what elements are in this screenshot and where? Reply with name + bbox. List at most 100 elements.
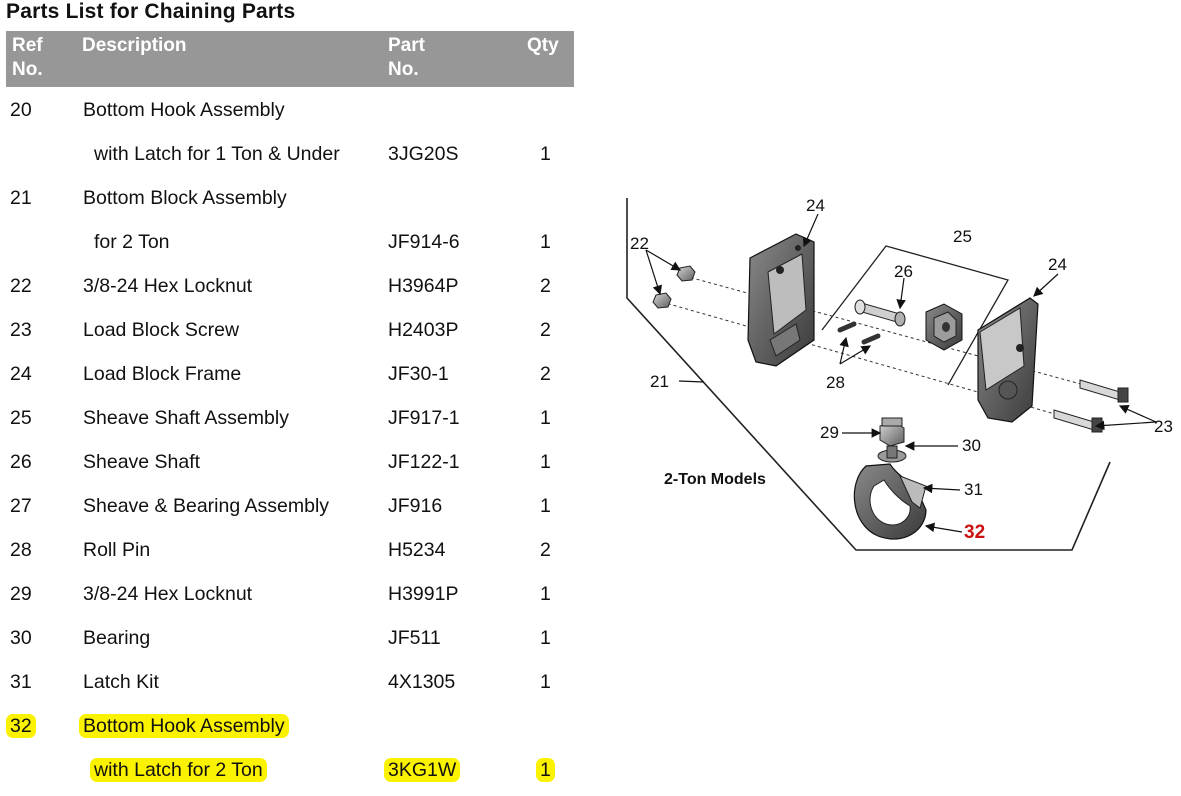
hex-locknut-22	[652, 265, 696, 309]
part-number-cell: 3JG20S	[388, 143, 459, 165]
table-row: 31 Latch Kit 4X1305 1	[0, 660, 580, 704]
callout-30: 30	[962, 436, 981, 455]
description-cell: Bottom Hook Assembly	[79, 714, 289, 738]
header-ref-line1: Ref	[12, 35, 43, 56]
part-number-cell: H3991P	[388, 583, 459, 605]
part-number-cell: JF917-1	[388, 407, 460, 429]
assembly-outline	[626, 198, 1111, 551]
table-row: 21 Bottom Block Assembly	[0, 176, 580, 220]
table-row: 22 3/8-24 Hex Locknut H3964P 2	[0, 264, 580, 308]
ref-cell: 26	[10, 451, 32, 473]
qty-cell: 1	[540, 671, 551, 693]
page-title: Parts List for Chaining Parts	[6, 0, 296, 23]
diagram-svg: 22 24 25 26 24 28 21 23 29 30 2-Ton Mode…	[626, 196, 1173, 551]
ref-cell: 30	[10, 627, 32, 649]
bearing-30	[877, 445, 907, 463]
callout-32: 32	[964, 522, 985, 543]
load-block-frame-right	[977, 297, 1039, 423]
ref-cell: 32	[6, 714, 36, 738]
hex-locknut-29	[879, 417, 905, 447]
callout-24-left: 24	[806, 196, 825, 215]
header-ref-line2: No.	[12, 59, 43, 80]
latch-kit-31	[899, 475, 927, 509]
part-number-cell: H5234	[388, 539, 446, 561]
ref-cell: 29	[10, 583, 32, 605]
roll-pin-28	[837, 321, 881, 345]
description-cell: Sheave Shaft	[83, 451, 201, 473]
sheave-shaft-26	[854, 299, 906, 327]
header-ref: Ref No.	[12, 34, 43, 82]
ref-cell: 31	[10, 671, 32, 693]
callout-26: 26	[894, 262, 913, 281]
load-block-frame-left	[747, 233, 815, 367]
callout-leaders	[645, 213, 1157, 533]
part-number-cell: H3964P	[388, 275, 459, 297]
table-row: 28 Roll Pin H5234 2	[0, 528, 580, 572]
description-cell: Latch Kit	[83, 671, 159, 693]
part-number-cell: 3KG1W	[384, 758, 461, 782]
ref-cell: 21	[10, 187, 32, 209]
description-cell: 3/8-24 Hex Locknut	[83, 583, 253, 605]
table-row: 32 Bottom Hook Assembly	[0, 704, 580, 748]
diagram-caption: 2-Ton Models	[664, 471, 766, 488]
table-header: Ref No. Description Part No. Qty	[6, 31, 574, 87]
callout-23: 23	[1154, 417, 1173, 436]
description-cell: Sheave Shaft Assembly	[83, 407, 289, 429]
part-number-cell: JF914-6	[388, 231, 460, 253]
part-number-cell: JF511	[388, 627, 441, 649]
qty-cell: 2	[540, 539, 551, 561]
ref-cell: 20	[10, 99, 32, 121]
table-row: 29 3/8-24 Hex Locknut H3991P 1	[0, 572, 580, 616]
qty-cell: 1	[540, 627, 551, 649]
callout-24-right: 24	[1048, 255, 1067, 274]
header-qty: Qty	[527, 35, 559, 56]
table-row: for 2 Ton JF914-6 1	[0, 220, 580, 264]
ref-cell: 25	[10, 407, 32, 429]
description-cell: Sheave & Bearing Assembly	[83, 495, 330, 517]
part-number-cell: JF122-1	[388, 451, 460, 473]
table-row: with Latch for 2 Ton 3KG1W 1	[0, 748, 580, 792]
ref-cell: 24	[10, 363, 32, 385]
qty-cell: 1	[540, 143, 551, 165]
header-part-line1: Part	[388, 35, 425, 56]
description-cell: Bottom Hook Assembly	[83, 99, 285, 121]
description-cell: Load Block Screw	[83, 319, 240, 341]
table-row: 20 Bottom Hook Assembly	[0, 88, 580, 132]
table-row: with Latch for 1 Ton & Under 3JG20S 1	[0, 132, 580, 176]
qty-cell: 2	[540, 319, 551, 341]
description-cell: with Latch for 2 Ton	[90, 758, 267, 782]
qty-cell: 1	[540, 583, 551, 605]
ref-cell: 28	[10, 539, 32, 561]
header-part-line2: No.	[388, 59, 419, 80]
callout-29: 29	[820, 423, 839, 442]
part-number-cell: 4X1305	[388, 671, 456, 693]
description-cell: Bearing	[83, 627, 151, 649]
sheave-bearing-27	[925, 303, 963, 351]
part-number-cell: JF30-1	[388, 363, 449, 385]
qty-cell: 2	[540, 275, 551, 297]
qty-cell: 1	[540, 495, 551, 517]
callout-31: 31	[964, 480, 983, 499]
description-cell: with Latch for 1 Ton & Under	[94, 143, 340, 165]
header-part: Part No.	[388, 34, 425, 82]
callout-28: 28	[826, 373, 845, 392]
table-row: 30 Bearing JF511 1	[0, 616, 580, 660]
callout-25: 25	[953, 227, 972, 246]
description-cell: 3/8-24 Hex Locknut	[83, 275, 253, 297]
qty-cell: 1	[536, 758, 555, 782]
qty-cell: 2	[540, 363, 551, 385]
part-number-cell: JF916	[388, 495, 443, 517]
table-row: 26 Sheave Shaft JF122-1 1	[0, 440, 580, 484]
qty-cell: 1	[540, 231, 551, 253]
description-cell: for 2 Ton	[94, 231, 170, 253]
description-cell: Bottom Block Assembly	[83, 187, 287, 209]
qty-cell: 1	[540, 451, 551, 473]
header-description: Description	[82, 35, 187, 56]
ref-cell: 22	[10, 275, 32, 297]
description-cell: Roll Pin	[83, 539, 151, 561]
